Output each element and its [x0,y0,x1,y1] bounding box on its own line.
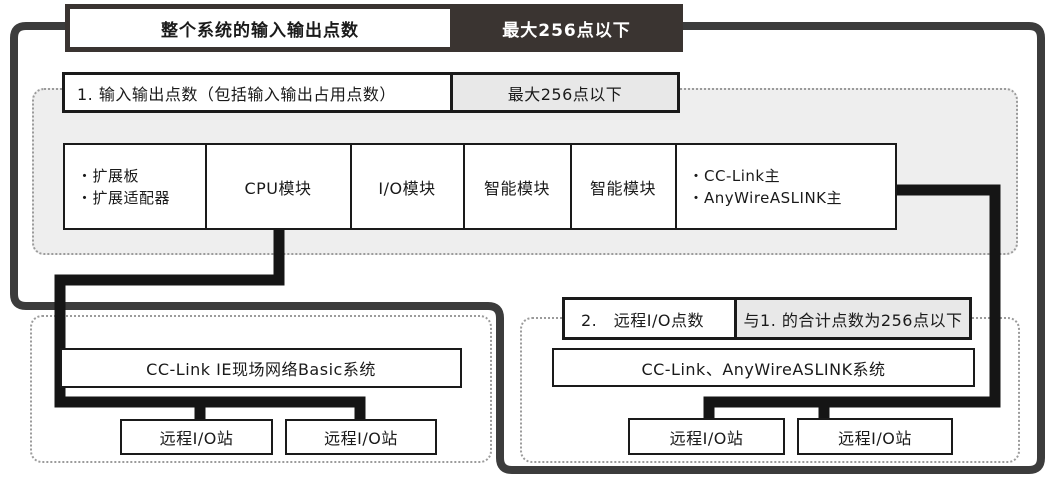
system-loop-connector [10,22,1045,474]
cclink-master-to-remote-connector [703,184,1001,430]
cpu-to-ie-basic-connector [54,225,366,430]
